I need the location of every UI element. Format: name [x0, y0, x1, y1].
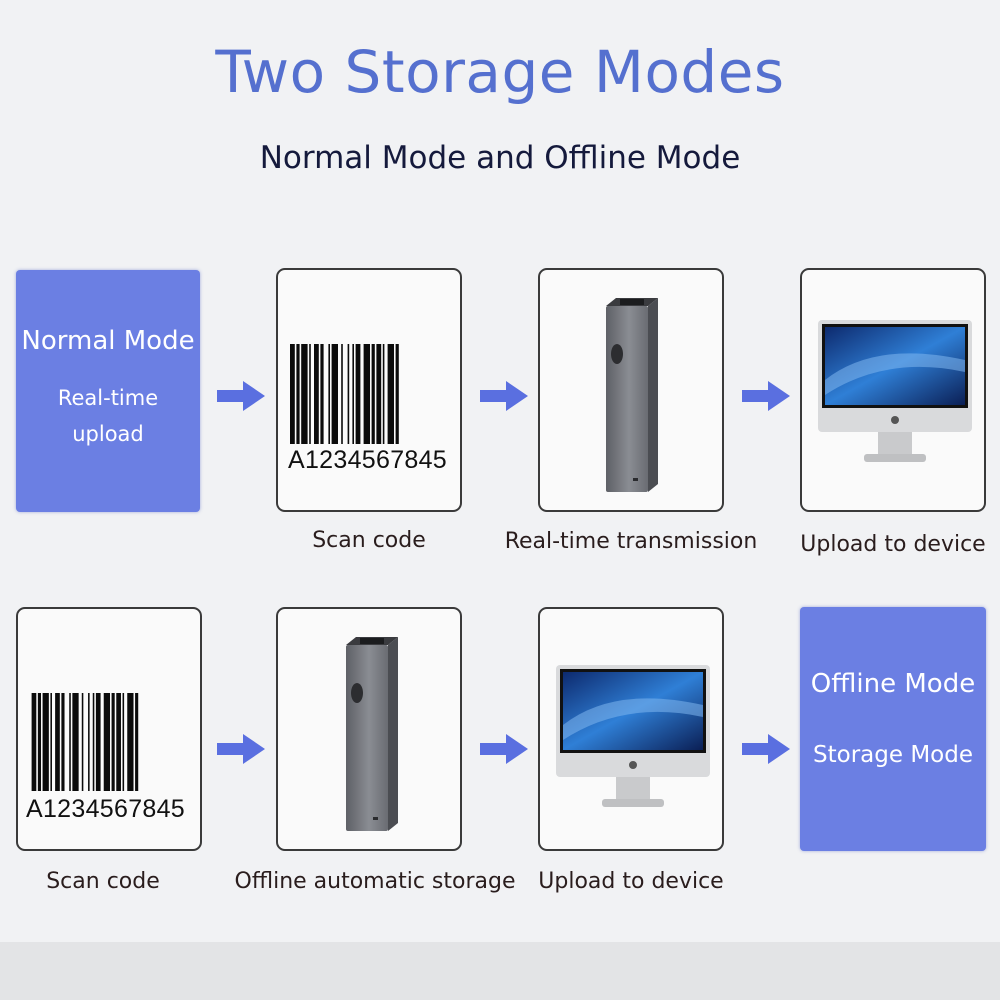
caption-scan-code: Scan code [312, 528, 426, 553]
caption-upload-to-device: Upload to device [800, 532, 986, 557]
caption-real-time-transmission: Real-time transmission [504, 529, 758, 554]
arrow-right-icon [742, 734, 790, 764]
computer-monitor-icon [818, 320, 972, 462]
arrow-right-icon [480, 381, 528, 411]
caption-offline-automatic-storage: Offline automatic storage [234, 869, 516, 894]
offline-mode-title: Offline Mode [810, 669, 976, 699]
offline-mode-box: Offline Mode Storage Mode [800, 607, 986, 851]
scanner-device-icon [346, 637, 398, 831]
bottom-band [0, 942, 1000, 1000]
scan-code-box: A1234567845 [276, 268, 462, 512]
arrow-right-icon [217, 734, 265, 764]
caption-scan-code: Scan code [46, 869, 160, 894]
barcode-icon [31, 693, 139, 791]
normal-mode-box: Normal Mode Real-time upload [16, 270, 200, 512]
page-title: Two Storage Modes [215, 38, 785, 106]
offline-mode-sub: Storage Mode [813, 742, 973, 768]
arrow-right-icon [742, 381, 790, 411]
upload-device-box [538, 607, 724, 851]
upload-device-box [800, 268, 986, 512]
barcode-number: A1234567845 [288, 446, 448, 474]
normal-mode-sub-line-2: upload [72, 422, 144, 446]
page-subtitle: Normal Mode and Offline Mode [259, 140, 741, 176]
scan-code-box: A1234567845 [16, 607, 202, 851]
arrow-right-icon [217, 381, 265, 411]
transmission-box [538, 268, 724, 512]
arrow-right-icon [480, 734, 528, 764]
barcode-icon [290, 344, 399, 444]
barcode-number: A1234567845 [26, 795, 186, 823]
computer-monitor-icon [556, 665, 710, 807]
normal-mode-sub-line-1: Real-time [57, 386, 159, 410]
caption-upload-to-device: Upload to device [538, 869, 724, 894]
normal-mode-title: Normal Mode [21, 326, 195, 356]
scanner-device-icon [606, 298, 658, 492]
offline-storage-box [276, 607, 462, 851]
